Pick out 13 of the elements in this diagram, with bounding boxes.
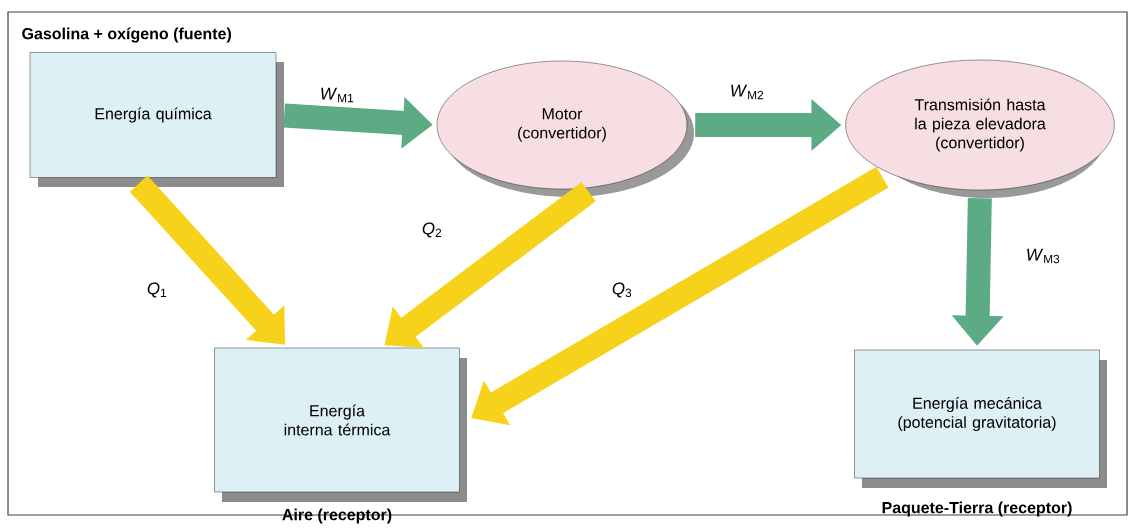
- edge-label: W$_{M1}$: [318, 86, 356, 104]
- edge-label: Q$_{1}$: [145, 281, 169, 299]
- energy-box: Energía interna térmica: [214, 347, 467, 502]
- block-arrow: [129, 175, 286, 345]
- heading: Gasolina + oxígeno (fuente): [22, 27, 231, 43]
- edge-label: W$_{M3}$: [1024, 247, 1062, 265]
- energy-box: Energía mecánica (potencial gravitatoria): [854, 349, 1107, 488]
- edge-label: Q$_{2}$: [420, 221, 444, 239]
- receptor-label: Aire (receptor): [282, 508, 392, 524]
- edge-label: Q$_{3}$: [610, 281, 634, 299]
- energy-box: Energía química: [29, 52, 284, 187]
- receptor-label: Paquete-Tierra (receptor): [882, 501, 1072, 517]
- edge-label: W$_{M2}$: [728, 83, 766, 101]
